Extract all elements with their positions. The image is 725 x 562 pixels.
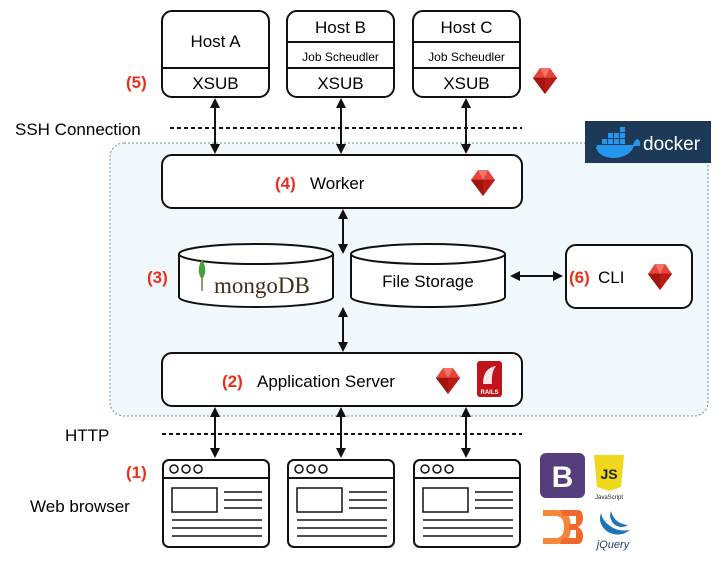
application-server-box: (2) Application Server RAILS: [161, 352, 523, 407]
file-storage-cylinder: File Storage: [350, 243, 506, 308]
host-c-scheduler: Job Scheudler: [428, 50, 505, 64]
web-browser-label: Web browser: [30, 497, 130, 516]
host-b-xsub: XSUB: [317, 74, 363, 93]
host-b-name: Host B: [315, 18, 366, 37]
host-a-xsub: XSUB: [192, 74, 238, 93]
browser-number: (1): [126, 463, 147, 482]
http-label: HTTP: [65, 426, 109, 445]
host-b: Host B Job Scheudler XSUB: [286, 10, 395, 98]
bootstrap-logo: B: [540, 453, 585, 498]
docker-label: docker: [643, 134, 701, 155]
host-c: Host C Job Scheudler XSUB: [412, 10, 521, 98]
mongodb-cylinder: mongoDB: [178, 243, 334, 308]
javascript-caption: JavaScript: [595, 495, 623, 501]
app-server-number: (2): [222, 372, 243, 391]
host-b-scheduler: Job Scheudler: [302, 50, 379, 64]
host-c-name: Host C: [441, 18, 493, 37]
worker-label: Worker: [310, 174, 365, 193]
cli-number: (6): [569, 268, 590, 287]
jquery-logo-text: jQuery: [595, 539, 631, 551]
browser-window: [162, 459, 270, 548]
browser-window: [287, 459, 395, 548]
host-c-xsub: XSUB: [443, 74, 489, 93]
host-a-name: Host A: [190, 32, 241, 51]
xsub-number: (5): [126, 73, 147, 92]
docker-logo: docker: [585, 121, 711, 163]
file-storage-label: File Storage: [382, 272, 474, 291]
ssh-connection-label: SSH Connection: [15, 120, 141, 139]
rails-logo: RAILS: [477, 361, 502, 397]
host-a: Host A XSUB: [161, 10, 270, 98]
bootstrap-logo-text: B: [552, 461, 574, 494]
d3-logo: [543, 510, 583, 544]
connection-arrows: [210, 98, 563, 458]
javascript-logo-text: JS: [600, 466, 617, 482]
mongodb-logo-text: mongoDB: [214, 273, 310, 298]
worker-box: (4) Worker: [161, 154, 523, 209]
rails-logo-text: RAILS: [481, 390, 499, 396]
mongodb-leaf-icon: [198, 259, 206, 278]
worker-number: (4): [275, 174, 296, 193]
cli-label: CLI: [598, 268, 624, 287]
cli-box: (6) CLI: [565, 244, 693, 309]
jquery-logo: jQuery: [595, 511, 631, 551]
javascript-logo: JS JavaScript: [594, 455, 624, 501]
ruby-icon: [532, 67, 558, 95]
browser-window: [413, 459, 521, 548]
database-number: (3): [147, 268, 168, 287]
app-server-label: Application Server: [257, 372, 395, 391]
